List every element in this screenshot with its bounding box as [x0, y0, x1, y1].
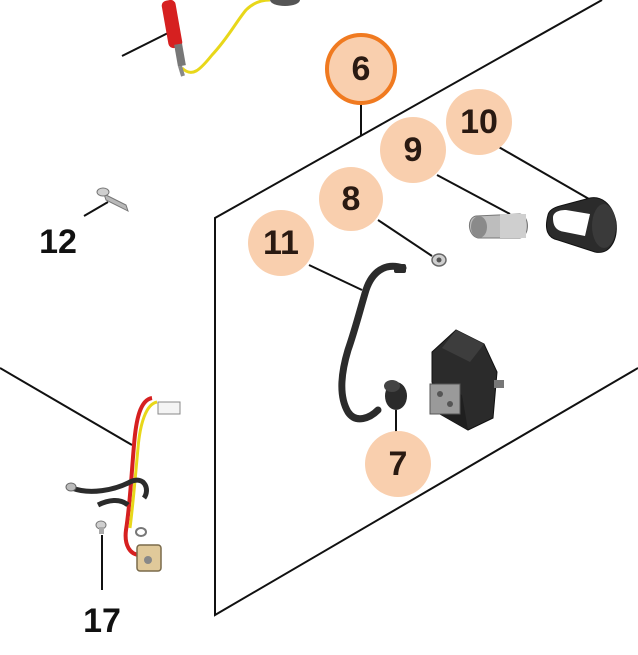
wiring-harness[interactable]: [0, 367, 181, 572]
callout-17[interactable]: 17: [83, 602, 121, 640]
callout-6-label: 6: [352, 50, 371, 88]
callout-11[interactable]: 11: [248, 210, 314, 276]
leader-11: [308, 264, 363, 291]
callout-12[interactable]: 12: [39, 223, 77, 261]
callout-10[interactable]: 10: [446, 89, 512, 155]
kit-bracket-outline: [214, 0, 638, 617]
leader-10: [496, 145, 590, 200]
callout-9-label: 9: [404, 131, 423, 169]
callout-12-label: 12: [39, 223, 77, 261]
screw-12[interactable]: [83, 187, 129, 217]
ignition-lead[interactable]: [338, 262, 407, 423]
ignition-module[interactable]: [429, 329, 504, 431]
callout-7-label: 7: [389, 445, 408, 483]
screw-17[interactable]: [95, 520, 107, 590]
callout-10-label: 10: [460, 103, 498, 141]
contact-spring[interactable]: [469, 213, 528, 239]
callout-7[interactable]: 7: [365, 431, 431, 497]
callout-6[interactable]: 6: [325, 33, 397, 105]
grommet[interactable]: [384, 380, 407, 410]
spark-plug-boot[interactable]: [545, 197, 617, 253]
leader-9: [436, 174, 511, 215]
callout-11-label: 11: [263, 224, 299, 262]
callout-8[interactable]: 8: [319, 167, 383, 231]
callout-9[interactable]: 9: [380, 117, 446, 183]
callout-8-label: 8: [342, 180, 361, 218]
washer-nut[interactable]: [431, 253, 447, 267]
leader-8: [377, 219, 433, 257]
top-wire-part[interactable]: [121, 0, 300, 77]
callout-17-label: 17: [83, 602, 121, 640]
